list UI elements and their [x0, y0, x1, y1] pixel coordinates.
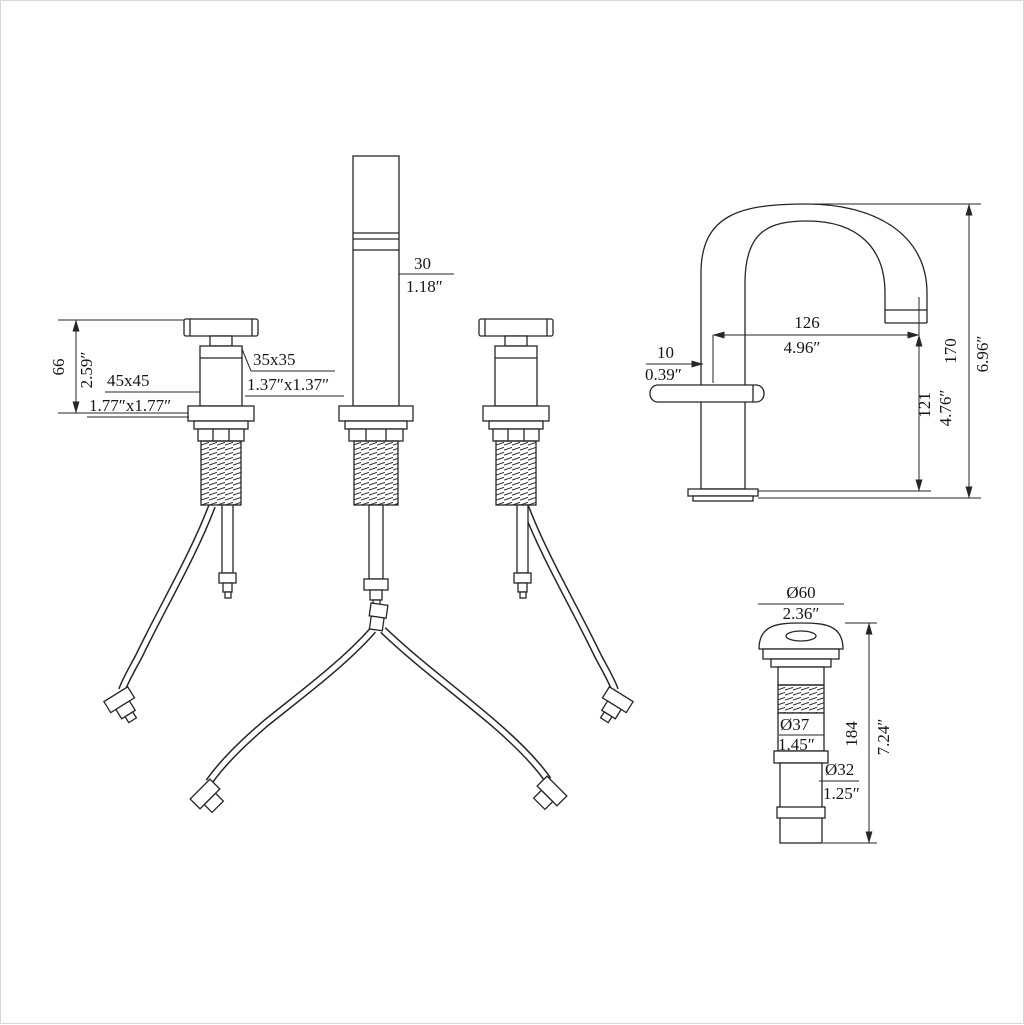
front-dimensions: 30 1.18″ 66 2.59″ 45x45 1.77″x1.77″ 35x3…: [49, 254, 454, 418]
left-handle-assembly: [183, 318, 259, 599]
side-handle-bar: [649, 384, 765, 403]
drain-cap: [758, 622, 844, 650]
spout-supply-tube: [368, 504, 384, 580]
overflow-slot: [785, 630, 817, 642]
side-dimensions: 126 4.96″ 10 0.39″ 121 4.76″ 170 6.96″: [645, 203, 992, 499]
escutcheon: [187, 405, 255, 422]
dim-handle-base-mm: 45x45: [107, 371, 150, 390]
drain-dimensions-top: Ø60 2.36″: [758, 583, 844, 623]
dim-flange-dia-mm: Ø60: [786, 583, 815, 602]
dim-reach-mm: 126: [794, 313, 820, 332]
tailpiece: [779, 762, 823, 844]
dim-tail-dia-in: 1.25″: [823, 784, 860, 803]
base-flange: [687, 488, 759, 497]
dim-outlet-height-in: 4.76″: [936, 390, 955, 427]
cross-handle-bar: [183, 318, 259, 337]
dim-offset-mm: 10: [657, 343, 674, 362]
dim-spout-width-in: 1.18″: [406, 277, 443, 296]
drain-dimensions: Ø37 1.45″ Ø32 1.25″ 184 7.24″: [778, 622, 893, 844]
tee-right-fitting: [532, 775, 568, 811]
dim-outlet-height-mm: 121: [915, 392, 934, 418]
dim-tail-dia-mm: Ø32: [825, 760, 854, 779]
dim-handle-height-in: 2.59″: [77, 352, 96, 389]
drain-assembly: [758, 622, 844, 844]
dim-length-mm: 184: [842, 721, 861, 747]
dim-overall-height-in: 6.96″: [973, 336, 992, 373]
drain-neck: [777, 666, 825, 686]
faucet-body: [700, 390, 746, 490]
gasket: [344, 420, 408, 430]
dim-body-dia-in: 1.45″: [778, 735, 815, 754]
dim-spout-base-mm: 35x35: [253, 350, 296, 369]
cap-flange: [762, 648, 840, 660]
dim-spout-width-mm: 30: [414, 254, 431, 273]
dim-overall-height-mm: 170: [941, 338, 960, 364]
front-view: 30 1.18″ 66 2.59″ 45x45 1.77″x1.77″ 35x3…: [49, 155, 635, 814]
handle-body: [199, 345, 243, 407]
dim-reach-in: 4.96″: [784, 338, 821, 357]
handle-supply-hoses: [102, 504, 635, 724]
tee-left-fitting: [189, 778, 225, 814]
center-spout-assembly: [338, 155, 414, 608]
leader-line: [241, 348, 252, 372]
side-faucet-outline: [649, 203, 928, 502]
gasket: [193, 420, 249, 430]
escutcheon: [338, 405, 414, 422]
drain-view: Ø60 2.36″ Ø37 1.45″ Ø32 1.25″: [758, 583, 893, 844]
supply-tee-assembly: [189, 602, 568, 814]
dim-handle-base-in: 1.77″x1.77″: [89, 396, 171, 415]
locknut: [197, 428, 245, 442]
drain-threads: [777, 684, 825, 714]
dim-spout-base-in: 1.37″x1.37″: [247, 375, 329, 394]
gooseneck-outer: [700, 203, 928, 391]
threaded-shank: [200, 440, 242, 506]
side-view: 126 4.96″ 10 0.39″ 121 4.76″ 170 6.96″: [645, 203, 992, 502]
locknut: [348, 428, 404, 442]
handle-stem: [209, 335, 233, 347]
supply-stud: [221, 504, 234, 574]
dim-flange-dia-in: 2.36″: [783, 604, 820, 623]
right-hose-fitting: [599, 685, 635, 724]
dim-offset-in: 0.39″: [645, 365, 682, 384]
dim-length-in: 7.24″: [874, 719, 893, 756]
right-handle-assembly: [478, 318, 554, 599]
gooseneck-inner: [744, 220, 886, 391]
dim-handle-height-mm: 66: [49, 359, 68, 376]
dim-body-dia-mm: Ø37: [780, 715, 810, 734]
threaded-shank: [353, 440, 399, 506]
spout-column: [352, 155, 400, 407]
left-hose-fitting: [102, 685, 138, 724]
tee-top-fitting: [368, 602, 389, 632]
